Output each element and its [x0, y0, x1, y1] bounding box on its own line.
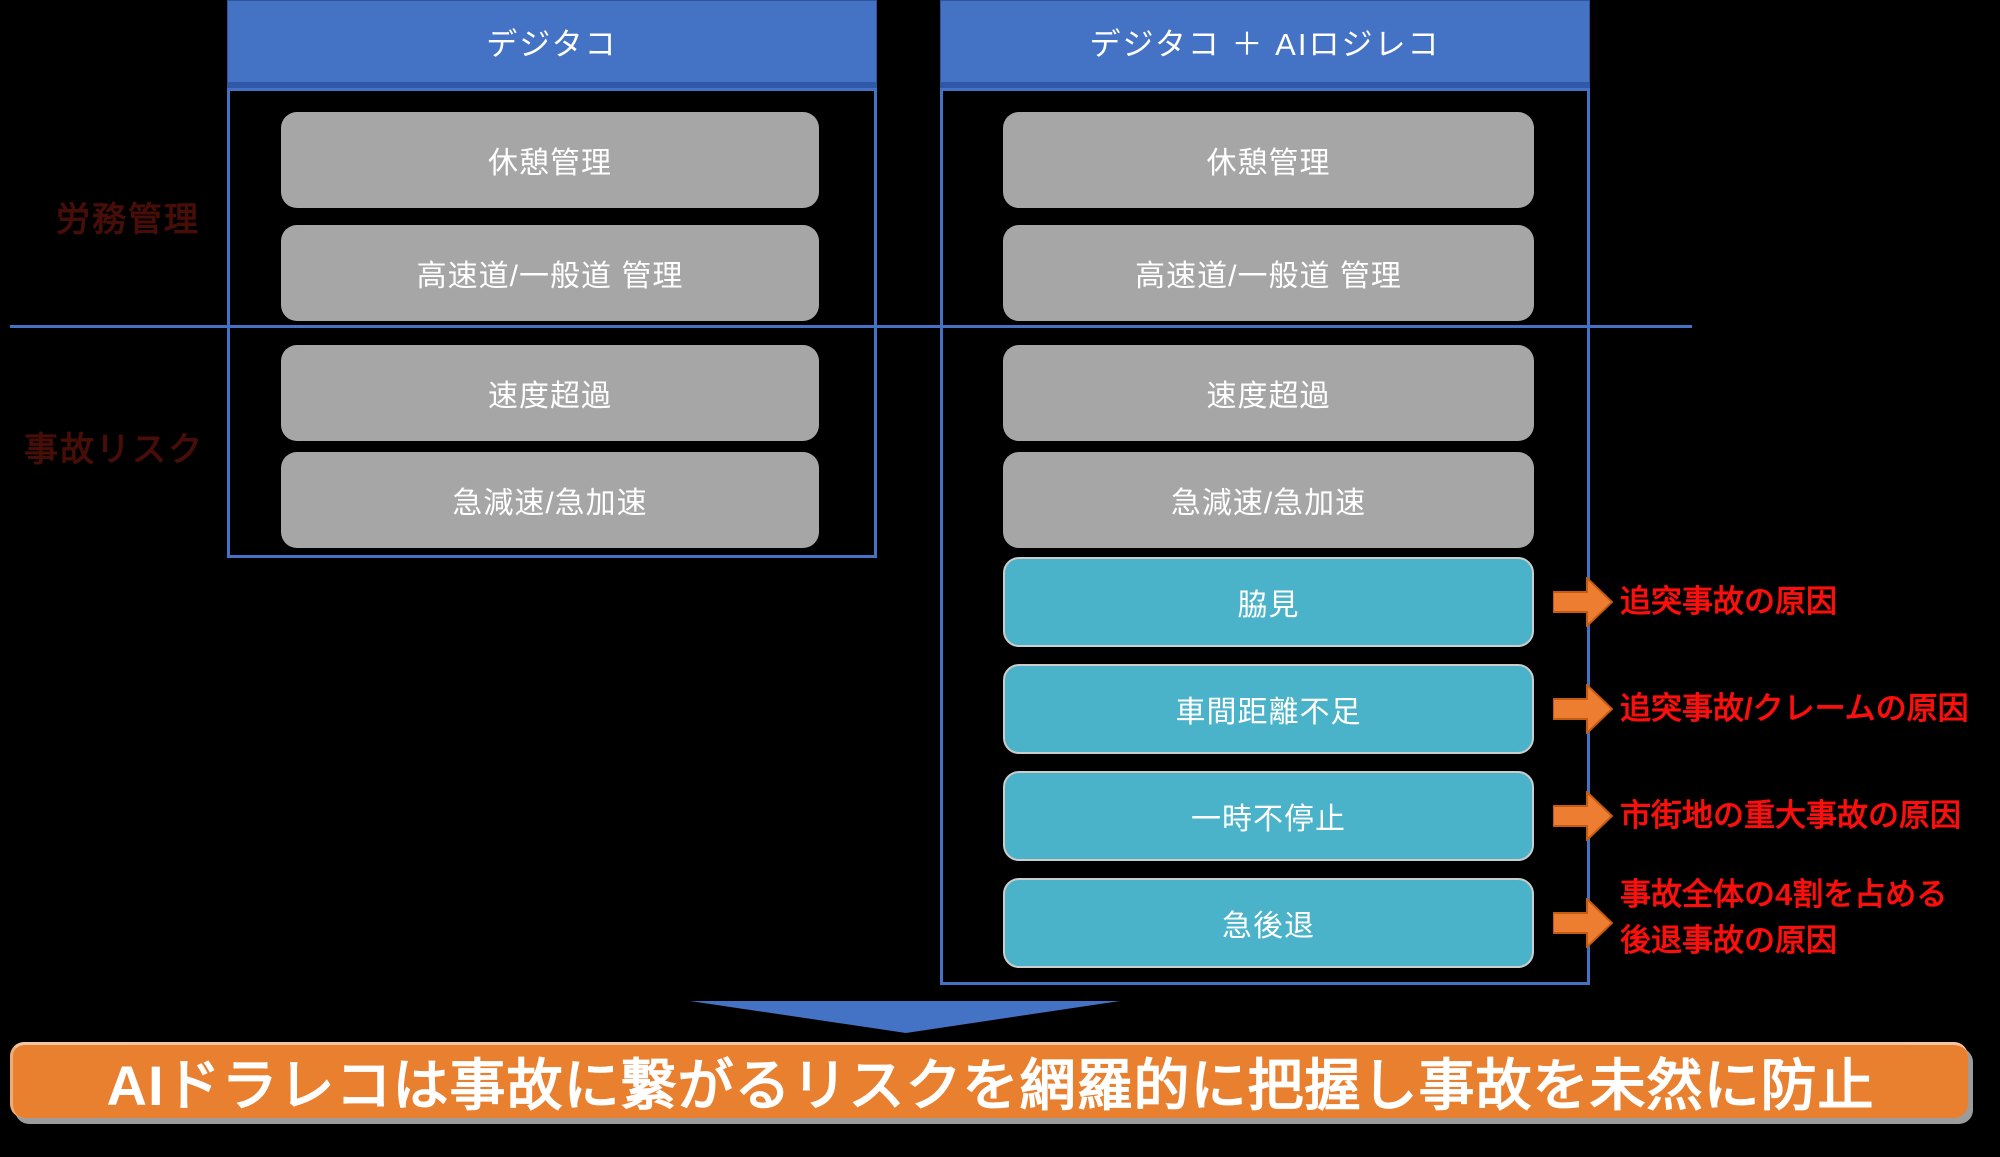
- right-arrow-icon: [1553, 898, 1613, 948]
- conclusion-banner: AIドラレコは事故に繋がるリスクを網羅的に把握し事故を未然に防止: [10, 1042, 1968, 1118]
- box-distracted-driving: 脇見: [1003, 557, 1534, 647]
- annotation-rear-end-cause: 追突事故の原因: [1620, 579, 1837, 625]
- column-header-digitaco: デジタコ: [227, 0, 877, 88]
- right-arrow-icon: [1553, 577, 1613, 627]
- side-label-labor-management: 労務管理: [56, 201, 200, 239]
- box-road-type-management-right: 高速道/一般道 管理: [1003, 225, 1534, 321]
- right-arrow-icon: [1553, 684, 1613, 734]
- annotation-rear-end-claim-cause: 追突事故/クレームの原因: [1620, 686, 1969, 732]
- column-header-digitaco-ai: デジタコ ＋ AIロジレコ: [940, 0, 1590, 88]
- annotation-line: 事故全体の4割を占める: [1620, 877, 1948, 912]
- box-road-type-management-left: 高速道/一般道 管理: [281, 225, 819, 321]
- down-arrow-icon: [690, 1001, 1120, 1033]
- digitaco-ai-group-frame: [940, 88, 1590, 985]
- box-speeding-right: 速度超過: [1003, 345, 1534, 441]
- box-sudden-reversing: 急後退: [1003, 878, 1534, 968]
- box-stop-sign-violation: 一時不停止: [1003, 771, 1534, 861]
- digitaco-group-frame: [227, 88, 877, 558]
- box-rest-management-left: 休憩管理: [281, 112, 819, 208]
- box-harsh-decel-accel-left: 急減速/急加速: [281, 452, 819, 548]
- box-tailgating: 車間距離不足: [1003, 664, 1534, 754]
- annotation-line: 追突事故/クレームの原因: [1620, 691, 1969, 726]
- annotation-reversing-accident-cause: 事故全体の4割を占める 後退事故の原因: [1620, 872, 1947, 964]
- right-arrow-icon: [1553, 791, 1613, 841]
- box-speeding-left: 速度超過: [281, 345, 819, 441]
- side-label-accident-risk: 事故リスク: [24, 431, 204, 469]
- annotation-line: 追突事故の原因: [1620, 584, 1837, 619]
- box-rest-management-right: 休憩管理: [1003, 112, 1534, 208]
- box-harsh-decel-accel-right: 急減速/急加速: [1003, 452, 1534, 548]
- annotation-line: 後退事故の原因: [1620, 923, 1837, 958]
- annotation-line: 市街地の重大事故の原因: [1620, 798, 1961, 833]
- annotation-urban-serious-accident-cause: 市街地の重大事故の原因: [1620, 793, 1961, 839]
- category-divider-line: [10, 325, 1692, 328]
